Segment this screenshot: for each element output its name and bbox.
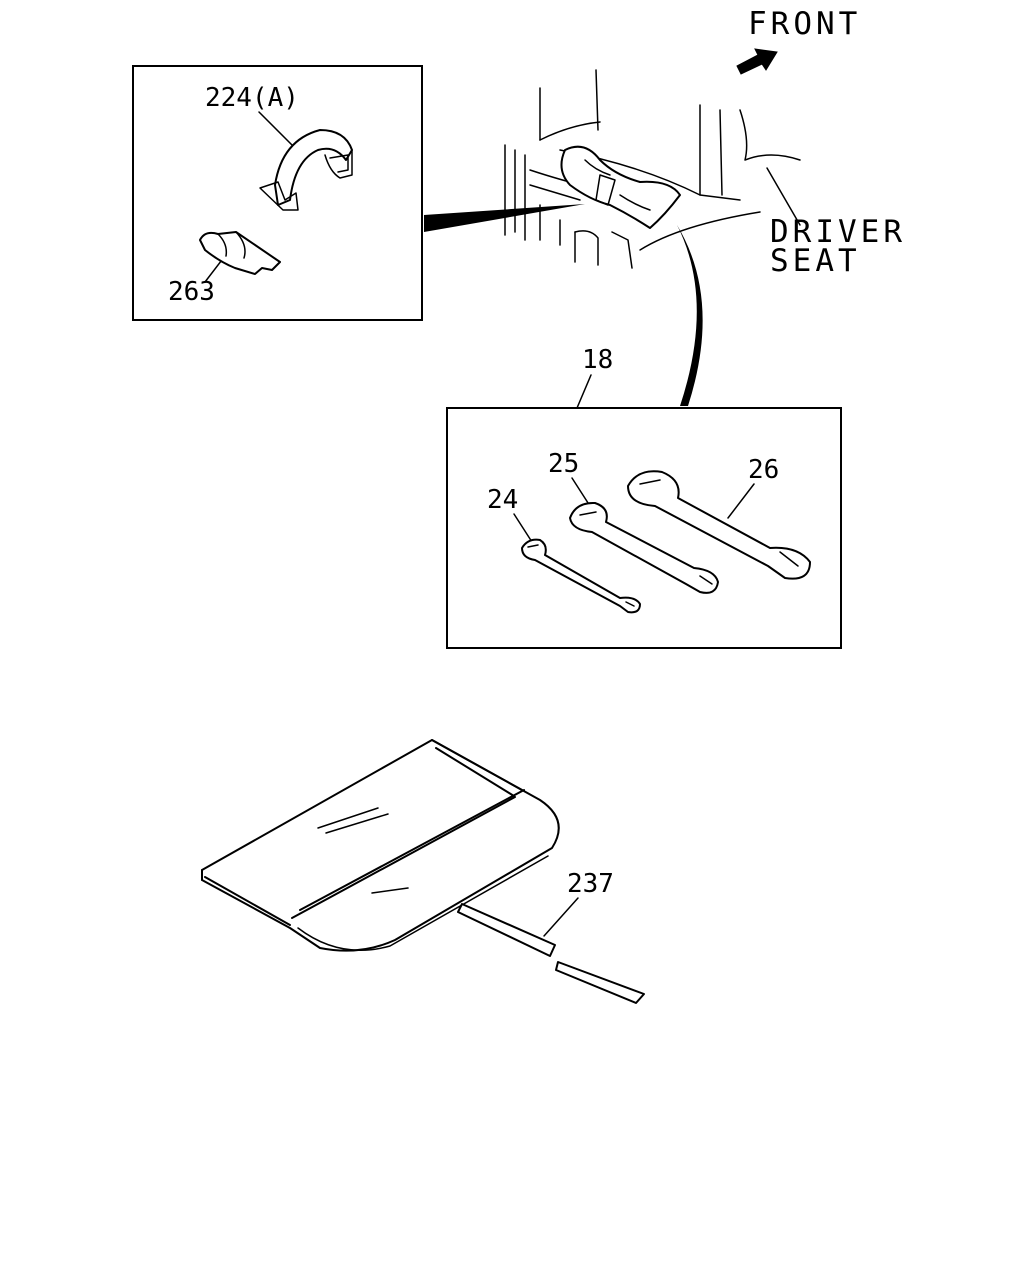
leader-25 — [571, 477, 591, 507]
wrench-24-part — [521, 538, 641, 614]
front-arrow-icon — [736, 48, 778, 75]
leader-18 — [576, 374, 592, 409]
toolset-callout-wedge — [677, 225, 703, 406]
leader-26 — [727, 483, 755, 519]
driver-seat-label-line1: DRIVER — [770, 214, 906, 250]
front-label: FRONT — [748, 6, 861, 42]
toolset-box — [446, 407, 842, 649]
label-224a: 224(A) — [205, 83, 299, 113]
driver-seat-leader — [766, 167, 801, 226]
leader-224a — [258, 111, 296, 149]
clip-224a-part — [259, 129, 353, 211]
label-26: 26 — [748, 455, 779, 485]
clip-detail-box — [132, 65, 423, 321]
label-263: 263 — [168, 277, 215, 307]
clip-callout-wedge — [424, 204, 585, 232]
wrench-26-part — [627, 470, 811, 580]
leader-237 — [543, 897, 579, 937]
driver-seat-label-line2: SEAT — [770, 243, 861, 279]
mat-237-part — [201, 739, 645, 1004]
label-25: 25 — [548, 449, 579, 479]
cab-floor-sketch — [504, 69, 801, 269]
wrench-25-part — [569, 501, 719, 594]
leader-24 — [513, 513, 533, 543]
label-24: 24 — [487, 485, 518, 515]
label-18: 18 — [582, 345, 613, 375]
clip-263-part — [199, 231, 281, 275]
label-237: 237 — [567, 869, 614, 899]
